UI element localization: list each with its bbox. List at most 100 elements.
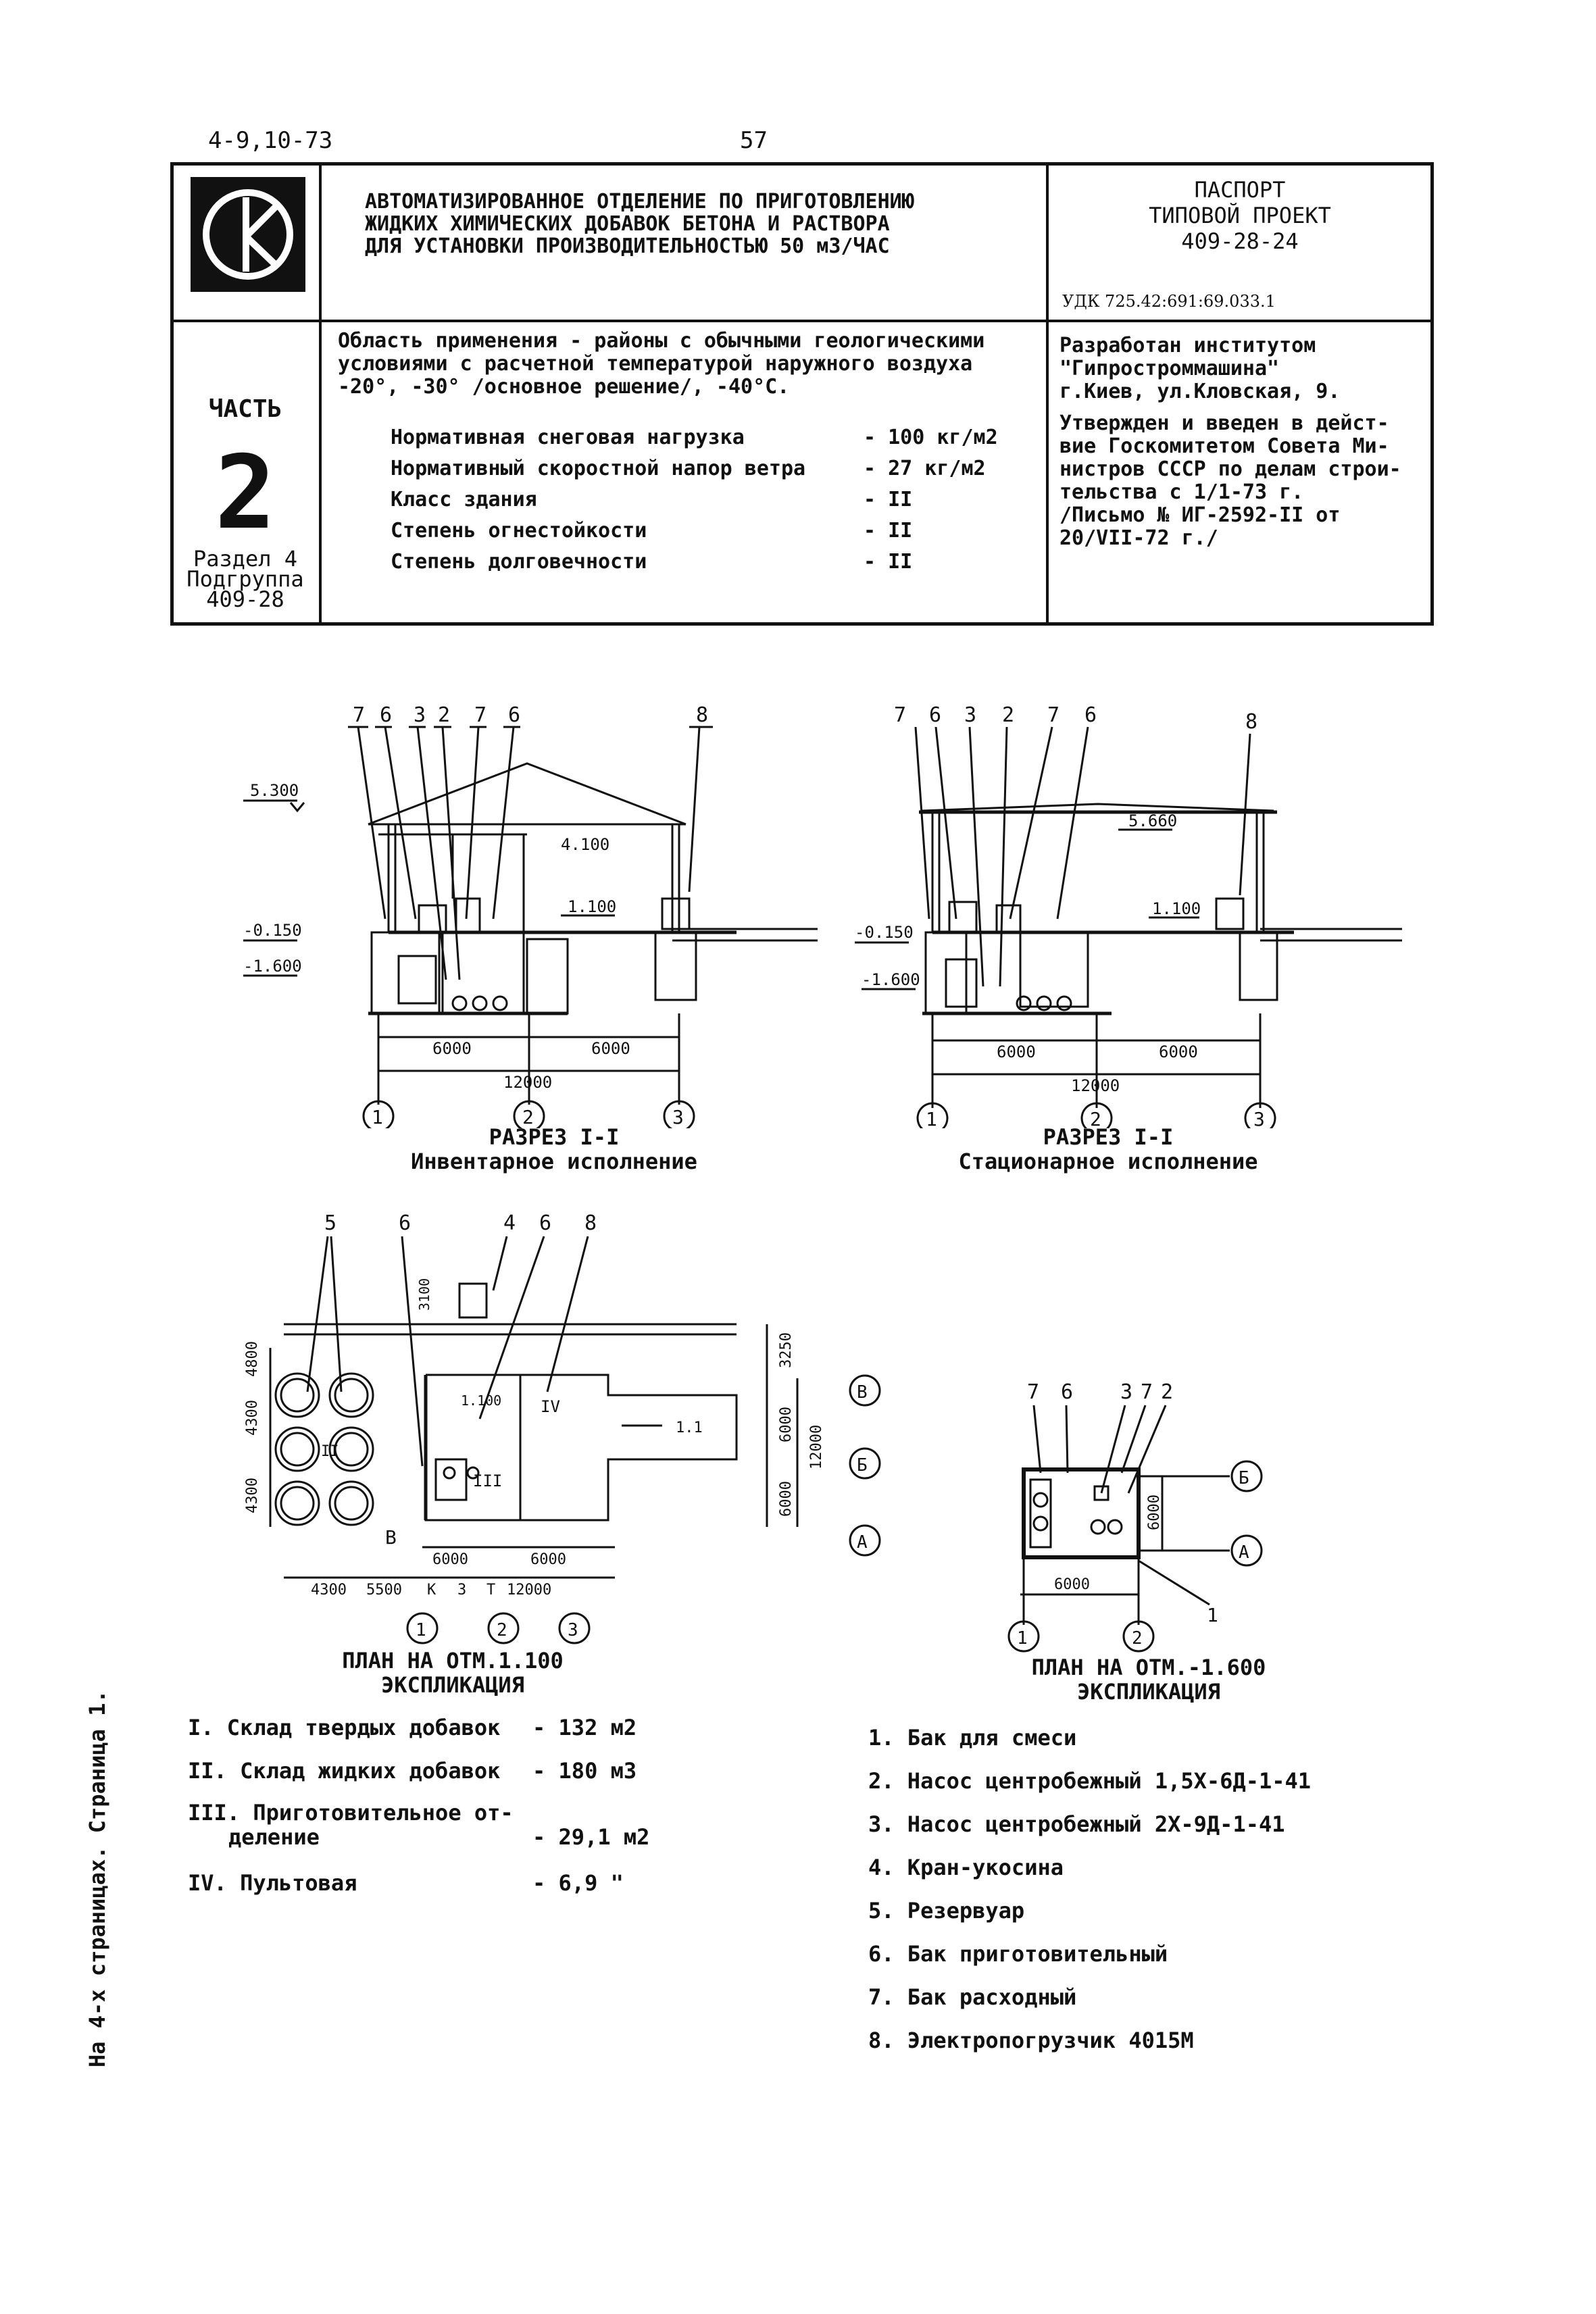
param-row: Нормативный скоростной напор ветра - 27 к… [391,453,1012,484]
dimension-label: 6000 [530,1551,566,1568]
room-label: III [473,1472,502,1490]
axis-label: 2 [497,1620,507,1640]
dimension-label: 12000 [507,1582,551,1599]
axis-label: 1 [372,1106,383,1128]
developer-line: г.Киев, ул.Кловская, 9. [1059,380,1341,403]
mark-label: 2 [1002,703,1014,727]
dimension-label: 3250 [778,1332,795,1368]
axis-label: Б [857,1455,868,1476]
divider [1046,164,1049,624]
list-item: 3. Насос центробежный 2Х-9Д-1-41 [868,1811,1285,1837]
dimension-label: 6000 [778,1481,795,1517]
level-label: -1.600 [243,957,302,976]
passport-block: ПАСПОРТ ТИПОВОЙ ПРОЕКТ 409-28-24 [1049,177,1431,254]
caption-subtitle: ЭКСПЛИКАЦИЯ [381,1672,524,1698]
room-name-continued: деление [228,1824,320,1850]
section-line: Раздел 4 [193,546,298,572]
developer-line: Разработан институтом [1059,334,1316,357]
param-value: - 100 кг/м2 [864,426,998,449]
param-name: Нормативный скоростной напор ветра [391,457,806,480]
dimension-label: К [427,1582,437,1599]
mark-label: 6 [539,1211,551,1235]
section-info: Раздел 4 Подгруппа 409-28 [173,546,318,612]
mark-label: 2 [438,703,450,727]
dimension-label: 4300 [244,1400,261,1436]
param-value: - II [864,550,913,574]
list-item: II. Склад жидких добавок- 180 м3 [188,1749,701,1792]
axis-label: 3 [672,1106,684,1128]
dimension-label: 6000 [1159,1042,1198,1061]
plan-upper-drawing: 5 6 4 6 8 3100 1.100 IV III 1.1 II B 480… [244,1211,881,1644]
approval-line: нистров СССР по делам строи- [1059,457,1401,481]
list-item: 5. Резервуар [868,1898,1025,1923]
mark-label: 6 [380,703,392,727]
dimension-label: 4300 [244,1478,261,1513]
list-item: 6. Бак приготовительный [868,1941,1168,1967]
title-line: АВТОМАТИЗИРОВАННОЕ ОТДЕЛЕНИЕ ПО ПРИГОТОВ… [365,190,914,213]
axis-label: Б [1239,1468,1249,1488]
mark-label: 1 [1207,1604,1218,1626]
dimension-label: Т [487,1582,495,1599]
param-row: Нормативная снеговая нагрузка- 100 кг/м2 [391,422,1012,453]
dimension-label: 12000 [1071,1076,1120,1095]
project-title: АВТОМАТИЗИРОВАННОЕ ОТДЕЛЕНИЕ ПО ПРИГОТОВ… [365,191,1027,257]
dimension-label: 6000 [432,1551,468,1568]
dimension-label: 6000 [1054,1576,1090,1593]
subgroup-label: Подгруппа [186,566,304,592]
section-stationary-drawing: 7 6 3 2 7 6 8 5.660 1.100 -0.150 -1.600 … [855,703,1402,1128]
application-line: Область применения - районы с обычными г… [338,329,985,353]
equipment-explication: 1. Бак для смеси 2. Насос центробежный 1… [868,1716,1476,2062]
mark-label: 6 [399,1211,411,1235]
application-line: условиями с расчетной температурой наруж… [338,352,973,376]
room-area: - 132 м2 [532,1715,637,1740]
room-label: IV [541,1397,560,1416]
level-label: -0.150 [855,923,914,942]
part-label: ЧАСТЬ [208,395,282,423]
level-label: 5.300 [250,781,299,800]
mark-label: 8 [696,703,708,727]
param-name: Степень огнестойкости [391,519,647,543]
param-value: - II [864,519,913,543]
mark-label: 7 [1141,1380,1153,1404]
mark-label: 7 [353,703,365,727]
param-value: - 27 кг/м2 [864,457,986,480]
approval-line: тельства с 1/1-73 г. [1059,480,1304,504]
section-inventory-drawing: 7 6 3 2 7 6 8 5.300 4.100 1.100 -0.150 -… [243,703,818,1128]
axis-label: 1 [926,1108,937,1128]
room-area: - 6,9 " [532,1870,624,1896]
mark-label: 6 [508,703,520,727]
axis-label: 2 [1090,1108,1101,1128]
mark-label: 4 [503,1211,516,1235]
dimension-label: 3 [457,1582,466,1599]
project-type: ТИПОВОЙ ПРОЕКТ [1149,203,1331,228]
subgroup-number: 409-28 [206,586,284,612]
section-stationary-caption: РАЗРЕЗ I-I Стационарное исполнение [932,1125,1284,1174]
mark-label: 2 [1161,1380,1173,1404]
list-item: 4. Кран-укосина [868,1855,1064,1880]
axis-label: А [857,1532,868,1553]
param-name: Степень долговечности [391,550,647,574]
divider [319,164,322,624]
approval-line: /Письмо № ИГ-2592-II от [1059,503,1341,527]
mark-label: 6 [1061,1380,1073,1404]
title-line: ЖИДКИХ ХИМИЧЕСКИХ ДОБАВОК БЕТОНА И РАСТВ… [365,212,890,236]
list-item: III. Приготовительное от-деление- 29,1 м… [188,1792,701,1861]
caption-title: ПЛАН НА ОТМ.1.100 [342,1648,564,1674]
page-count-note: На 4-х страницах. Страница 1. [84,1690,110,2067]
dimension-label: 12000 [808,1425,825,1469]
plan-lower-caption: ПЛАН НА ОТМ.-1.600 ЭКСПЛИКАЦИЯ [1007,1655,1291,1704]
room-name: I. Склад твердых добавок [188,1715,501,1740]
caption-title: РАЗРЕЗ I-I [489,1124,620,1150]
level-label: -1.600 [862,970,920,989]
room-name: II. Склад жидких добавок [188,1758,501,1784]
title-block [170,162,1434,626]
plan-upper-caption: ПЛАН НА ОТМ.1.100 ЭКСПЛИКАЦИЯ [311,1649,595,1697]
param-row: Степень огнестойкости - II [391,515,1012,547]
dimension-label: 6000 [591,1039,630,1058]
list-item: 8. Электропогрузчик 4015М [868,2028,1194,2053]
dimension-label: 6000 [778,1407,795,1442]
axis-label: 2 [522,1106,534,1128]
list-item: 2. Насос центробежный 1,5Х-6Д-1-41 [868,1768,1312,1794]
list-item: I. Склад твердых добавок - 132 м2 [188,1706,701,1749]
approval-line: 20/VII-72 г./ [1059,526,1218,550]
